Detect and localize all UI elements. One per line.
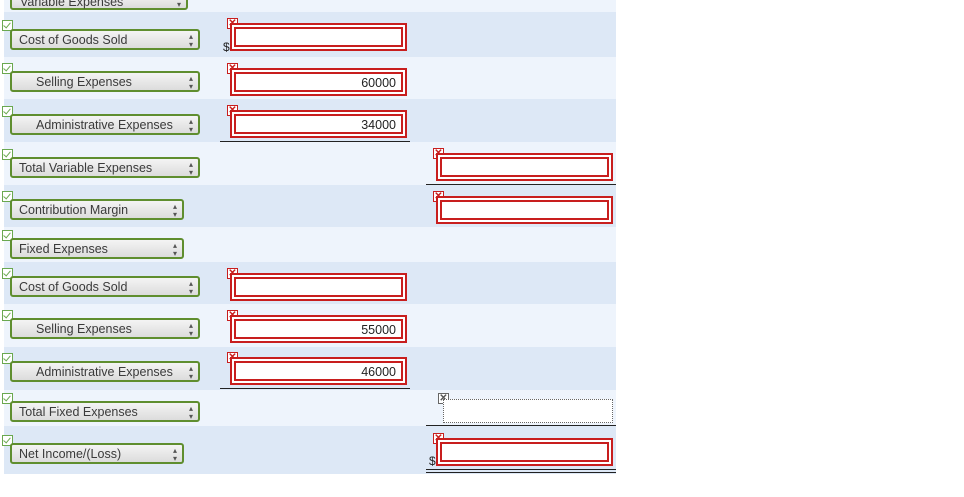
double-underline-top [426,469,616,470]
select-label: Administrative Expenses [36,365,173,379]
amount-input[interactable] [230,23,407,51]
line-item-select[interactable]: Selling Expenses ▴▾ [10,71,200,92]
chevron-up-down-icon: ▴▾ [188,117,193,134]
total-underline [426,184,616,185]
correct-check-icon [2,435,13,446]
correct-check-icon [2,310,13,321]
line-item-select[interactable]: Total Fixed Expenses ▴▾ [10,401,200,422]
chevron-up-down-icon: ▴▾ [176,0,181,9]
total-value [440,200,609,220]
select-label: Variable Expenses [20,0,124,9]
line-item-select[interactable]: Contribution Margin ▴▾ [10,199,184,220]
dollar-sign: $ [223,40,230,54]
amount-value: 34000 [234,114,403,134]
select-label: Fixed Expenses [19,242,108,256]
chevron-up-down-icon: ▴▾ [188,321,193,338]
correct-check-icon [2,268,13,279]
amount-value: 55000 [234,319,403,339]
chevron-up-down-icon: ▴▾ [188,364,193,381]
chevron-up-down-icon: ▴▾ [188,279,193,296]
chevron-up-down-icon: ▴▾ [188,74,193,91]
correct-check-icon [2,353,13,364]
amount-input[interactable]: 34000 [230,110,407,138]
subtotal-underline [220,141,410,142]
variable-expenses-select[interactable]: Variable Expenses ▴▾ [10,0,188,10]
select-label: Administrative Expenses [36,118,173,132]
total-input[interactable] [443,399,613,423]
total-input[interactable] [436,153,613,181]
select-label: Cost of Goods Sold [19,33,128,47]
line-item-select[interactable]: Cost of Goods Sold ▴▾ [10,276,200,297]
row-variable-expenses: Variable Expenses ▴▾ [4,0,616,12]
total-value [440,442,609,462]
correct-check-icon [2,20,13,31]
amount-value [234,27,403,47]
select-label: Selling Expenses [36,75,132,89]
chevron-up-down-icon: ▴▾ [172,202,177,219]
correct-check-icon [2,393,13,404]
subtotal-underline [220,388,410,389]
chevron-up-down-icon: ▴▾ [172,241,177,258]
chevron-up-down-icon: ▴▾ [188,404,193,421]
select-label: Contribution Margin [19,203,129,217]
amount-value [234,277,403,297]
double-underline-bottom [426,472,616,473]
amount-value: 46000 [234,361,403,381]
line-item-select[interactable]: Selling Expenses ▴▾ [10,318,200,339]
total-underline [426,425,616,426]
select-label: Total Variable Expenses [19,161,153,175]
select-label: Selling Expenses [36,322,132,336]
correct-check-icon [2,230,13,241]
line-item-select[interactable]: Administrative Expenses ▴▾ [10,361,200,382]
amount-input[interactable]: 46000 [230,357,407,385]
total-input[interactable] [436,438,613,466]
amount-value: 60000 [234,72,403,92]
correct-check-icon [2,149,13,160]
line-item-select[interactable]: Total Variable Expenses ▴▾ [10,157,200,178]
chevron-up-down-icon: ▴▾ [172,446,177,463]
correct-check-icon [2,191,13,202]
line-item-select[interactable]: Administrative Expenses ▴▾ [10,114,200,135]
line-item-select[interactable]: Cost of Goods Sold ▴▾ [10,29,200,50]
select-label: Cost of Goods Sold [19,280,128,294]
total-input[interactable] [436,196,613,224]
chevron-up-down-icon: ▴▾ [188,32,193,49]
amount-input[interactable]: 55000 [230,315,407,343]
total-value [440,157,609,177]
amount-input[interactable]: 60000 [230,68,407,96]
line-item-select[interactable]: Fixed Expenses ▴▾ [10,238,184,259]
chevron-up-down-icon: ▴▾ [188,160,193,177]
select-label: Total Fixed Expenses [19,405,138,419]
line-item-select[interactable]: Net Income/(Loss) ▴▾ [10,443,184,464]
correct-check-icon [2,63,13,74]
dollar-sign: $ [429,454,436,468]
amount-input[interactable] [230,273,407,301]
correct-check-icon [2,106,13,117]
select-label: Net Income/(Loss) [19,447,122,461]
